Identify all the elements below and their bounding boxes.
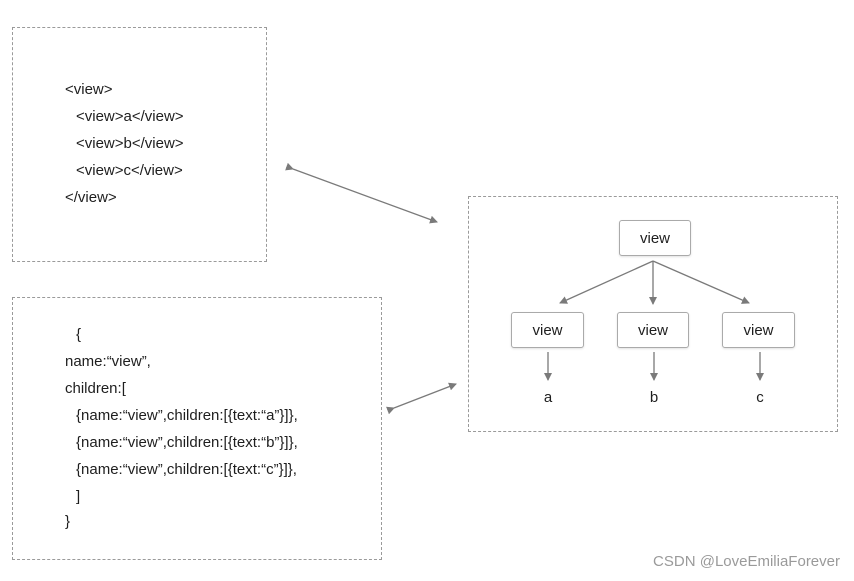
object-line: {name:“view”,children:[{text:“a”}]}, xyxy=(76,407,298,424)
object-tree-arrow xyxy=(386,382,457,415)
markup-box xyxy=(12,27,267,262)
object-box xyxy=(12,297,382,560)
markup-tree-arrow xyxy=(285,162,438,224)
tree-leaf-c: c xyxy=(756,389,764,406)
object-line: name:“view”, xyxy=(65,353,151,370)
tree-leaf-a: a xyxy=(543,389,553,406)
tree-child-node-a: view xyxy=(511,312,584,348)
object-line: children:[ xyxy=(65,380,126,397)
object-line: { xyxy=(76,326,82,343)
object-line: ] xyxy=(76,488,81,505)
markup-line: <view> xyxy=(65,81,113,98)
tree-child-node-c: view xyxy=(722,312,795,348)
markup-line: <view>c</view> xyxy=(76,162,183,179)
object-line: } xyxy=(65,513,71,530)
markup-line: <view>b</view> xyxy=(76,135,184,152)
root-to-child-a-edge xyxy=(559,260,654,304)
object-line: {name:“view”,children:[{text:“c”}]}, xyxy=(76,461,297,478)
tree-leaf-b: b xyxy=(649,389,659,406)
markup-line: </view> xyxy=(65,189,117,206)
tree-box xyxy=(468,196,838,432)
tree-root-node: view xyxy=(619,220,691,256)
object-line: {name:“view”,children:[{text:“b”}]}, xyxy=(76,434,298,451)
watermark: CSDN @LoveEmiliaForever xyxy=(653,553,840,570)
tree-child-node-b: view xyxy=(617,312,689,348)
markup-line: <view>a</view> xyxy=(76,108,184,125)
root-to-child-c-edge xyxy=(652,260,750,304)
